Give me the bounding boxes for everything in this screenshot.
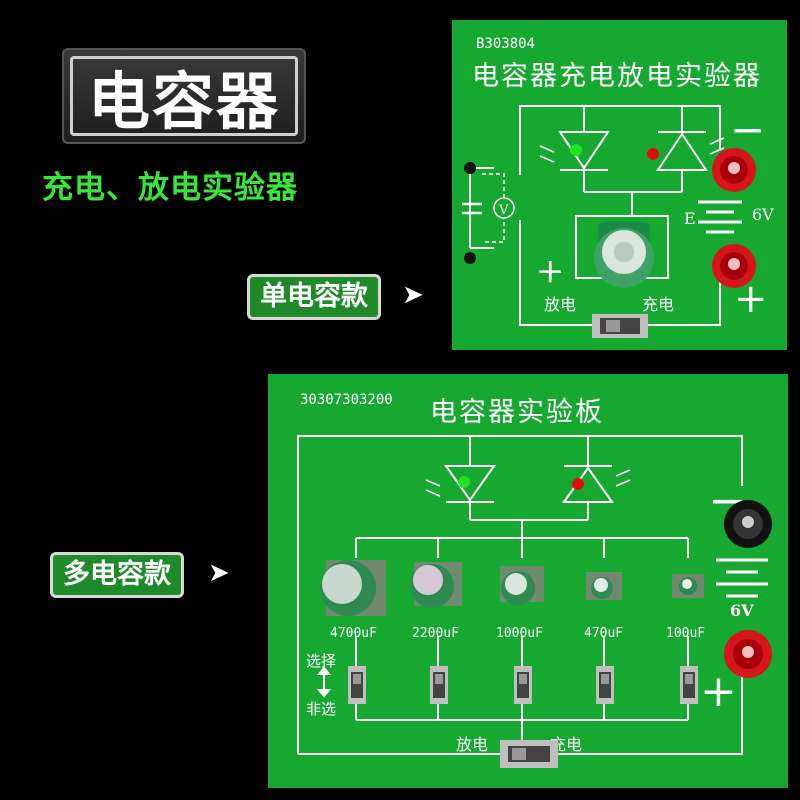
charge-label: 充电 (642, 295, 674, 314)
led-green-icon (539, 131, 610, 171)
single-board-circuit: V E (462, 105, 774, 338)
multi-capacitor-tag: 多电容款 (50, 552, 184, 598)
page-subtitle: 充电、放电实验器 (42, 170, 298, 206)
meter-terminal-top-icon (464, 162, 476, 174)
switch-icon[interactable] (348, 666, 366, 704)
red-terminal-icon[interactable] (712, 148, 756, 192)
title-box: 电容器 (62, 48, 306, 144)
switch-icon[interactable] (514, 666, 532, 704)
red-terminal-icon[interactable] (724, 630, 772, 678)
switch-icon[interactable] (680, 666, 698, 704)
red-terminal-icon[interactable] (712, 244, 756, 288)
led-red-icon (647, 131, 725, 171)
title-frame: 电容器 (70, 56, 298, 138)
capacitor-470uf-icon (586, 572, 622, 600)
capacitor-1000uf-icon (500, 566, 544, 605)
updown-arrow-icon (316, 666, 332, 698)
battery-icon (716, 558, 768, 598)
select-label: 选择 (306, 652, 336, 670)
multi-board-title: 电容器实验板 (430, 397, 604, 428)
capacitor-label-2200: 2200uF (412, 626, 459, 641)
page-title: 电容器 (87, 65, 280, 138)
meter-terminal-bottom-icon (464, 252, 476, 264)
capacitor-icon (594, 222, 654, 288)
battery-icon (698, 200, 742, 234)
voltage-label: 6V (730, 601, 754, 620)
single-board-code: B303804 (476, 36, 536, 52)
single-capacitor-tag: 单电容款 (247, 274, 381, 320)
discharge-label: 放电 (544, 295, 576, 314)
unselect-label: 非选 (306, 700, 336, 718)
switch-icon[interactable] (596, 666, 614, 704)
multi-board-circuit: 4700uF 2200uF 1000uF 470uF 100uF 选择 非选 (297, 435, 772, 768)
capacitor-label-1000: 1000uF (496, 626, 543, 641)
voltmeter-icon (493, 197, 515, 219)
switch-icon[interactable] (500, 740, 558, 768)
capacitor-label-470: 470uF (584, 626, 623, 641)
multi-board-code: 30307303200 (300, 392, 393, 408)
single-tag-arrow-icon: ➤ (402, 280, 424, 310)
switch-icon[interactable] (592, 314, 648, 338)
multi-tag-arrow-icon: ➤ (208, 558, 230, 588)
discharge-label: 放电 (456, 735, 488, 754)
charge-label: 充电 (550, 735, 582, 754)
plus-sign: + (700, 666, 737, 717)
multi-capacitor-board: 30307303200 电容器实验板 (268, 374, 788, 788)
single-capacitor-board: B303804 电容器充电放电实验器 (452, 20, 787, 350)
battery-label: E (684, 209, 696, 228)
capacitor-2200uf-icon (410, 562, 462, 608)
capacitor-label-4700: 4700uF (330, 626, 377, 641)
led-red-icon (562, 465, 631, 503)
led-green-icon (425, 465, 496, 503)
capacitor-4700uf-icon (320, 560, 386, 616)
plus-sign-left: + (536, 251, 565, 291)
voltage-label: 6V (752, 205, 774, 224)
voltmeter-label: V (498, 203, 509, 218)
capacitor-label-100: 100uF (666, 626, 705, 641)
minus-sign: − (730, 105, 765, 154)
switch-icon[interactable] (430, 666, 448, 704)
capacitor-100uf-icon (672, 574, 704, 598)
black-terminal-icon[interactable] (724, 500, 772, 548)
single-board-title: 电容器充电放电实验器 (472, 61, 762, 92)
